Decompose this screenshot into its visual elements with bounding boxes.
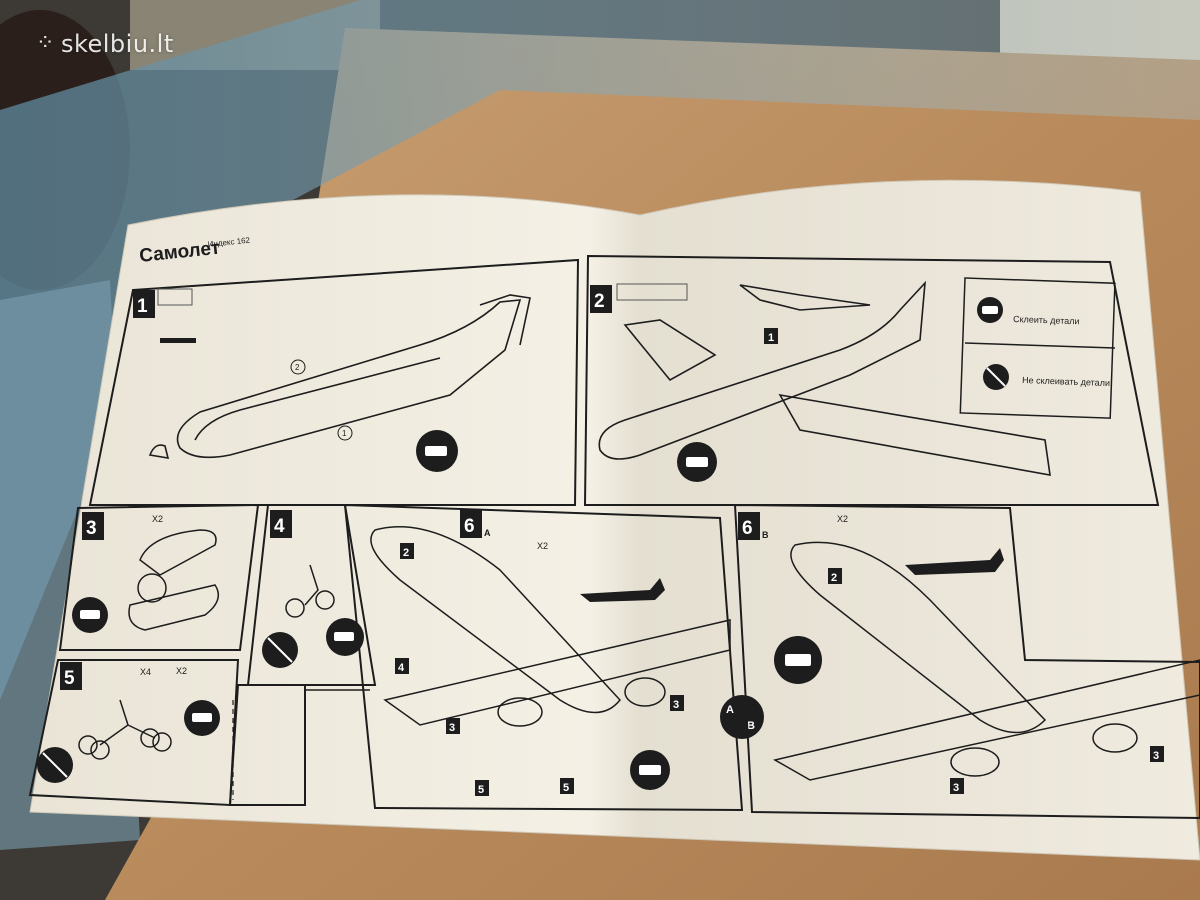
step-6b-multiplier: X2 bbox=[837, 514, 848, 524]
step-5-multiplier-b: X2 bbox=[176, 666, 187, 676]
legend-divider bbox=[964, 342, 1116, 349]
part-3-marker-a2-label: 3 bbox=[673, 699, 679, 711]
no-glue-cross-5 bbox=[42, 752, 68, 778]
part-4-marker bbox=[395, 658, 409, 674]
wing-underside-drawing-b bbox=[772, 541, 1200, 781]
step-6a-multiplier: X2 bbox=[537, 541, 548, 551]
step-5-multiplier-a: X4 bbox=[140, 667, 151, 677]
step-3-multiplier: X2 bbox=[152, 514, 163, 524]
aircraft-silhouette-b bbox=[905, 548, 1004, 575]
part-2-marker-b-label: 2 bbox=[831, 572, 837, 584]
part-2-marker-b bbox=[828, 568, 842, 584]
panel-step-6b bbox=[733, 503, 1200, 820]
part-1-marker bbox=[764, 328, 778, 344]
sheet-subtitle: Индекс 162 bbox=[207, 236, 251, 249]
instruction-sheet bbox=[29, 179, 1200, 861]
step-5-number: 5 bbox=[64, 668, 75, 689]
part-1-marker-label: 1 bbox=[768, 332, 774, 344]
panel-step-2 bbox=[583, 254, 1160, 506]
callout-2-label: 2 bbox=[295, 363, 300, 372]
step-6b-variant: B bbox=[762, 530, 769, 540]
no-glue-cross-4 bbox=[267, 637, 293, 663]
step-6a-number: 6 bbox=[464, 516, 475, 537]
panel-step-1 bbox=[88, 258, 580, 506]
part-5-marker-a2-label: 5 bbox=[563, 782, 569, 794]
step-2-parts-box bbox=[616, 283, 688, 301]
main-gear-drawing bbox=[78, 699, 172, 760]
glue-tube-icon-4 bbox=[334, 632, 354, 641]
scale-bar bbox=[160, 338, 196, 343]
callout-1 bbox=[337, 425, 353, 441]
wing-underside-drawing-a bbox=[370, 526, 731, 727]
step-3-badge bbox=[82, 512, 104, 540]
glue-tube-icon-2 bbox=[686, 457, 708, 467]
watermark-text: skelbiu.lt bbox=[60, 30, 174, 58]
step-5-badge bbox=[60, 662, 82, 690]
legend-glue-tube-icon bbox=[982, 306, 998, 314]
step-6b-badge bbox=[738, 512, 760, 540]
engine-nacelle-drawing bbox=[128, 529, 220, 631]
glue-tube-icon-6a bbox=[639, 765, 661, 775]
step-2-number: 2 bbox=[594, 291, 605, 312]
variant-switch-icon bbox=[720, 695, 764, 739]
step-6a-badge bbox=[460, 510, 482, 538]
part-3-marker-a bbox=[446, 718, 460, 734]
part-4-marker-label: 4 bbox=[398, 662, 405, 674]
step-3-number: 3 bbox=[86, 518, 97, 539]
site-watermark: ⁘ skelbiu.lt bbox=[36, 30, 174, 58]
step-4-number: 4 bbox=[274, 516, 285, 537]
panel-step-4 bbox=[246, 504, 377, 686]
aircraft-silhouette-a bbox=[580, 578, 665, 602]
step-1-badge bbox=[133, 290, 155, 318]
fuselage-drawing bbox=[148, 294, 531, 459]
part-3-marker-b2-label: 3 bbox=[1153, 750, 1159, 762]
part-3-marker-a-label: 3 bbox=[449, 722, 455, 734]
callout-1-label: 1 bbox=[342, 429, 347, 438]
part-2-marker-a-label: 2 bbox=[403, 547, 409, 559]
legend-no-glue-cross bbox=[986, 367, 1006, 387]
step-6b-number: 6 bbox=[742, 518, 753, 539]
variant-b-label: B bbox=[747, 720, 755, 732]
legend-box bbox=[959, 277, 1116, 419]
part-3-marker-b-label: 3 bbox=[953, 782, 959, 794]
part-3-marker-b bbox=[950, 778, 964, 794]
legend-glue-text: Склеить детали bbox=[1013, 314, 1080, 326]
glue-tube-icon-5 bbox=[192, 713, 212, 722]
part-3-marker-a2 bbox=[670, 695, 684, 711]
glue-tube-icon-3 bbox=[80, 610, 100, 619]
step-1-number: 1 bbox=[137, 296, 148, 317]
step-2-badge bbox=[590, 285, 612, 313]
nose-gear-drawing bbox=[285, 564, 335, 618]
callout-2 bbox=[290, 359, 306, 375]
dots-grid-icon: ⁘ bbox=[36, 31, 55, 56]
fuselage-assembly-drawing bbox=[598, 280, 1051, 476]
glue-tube-icon-6b bbox=[785, 654, 811, 666]
part-3-marker-b2 bbox=[1150, 746, 1164, 762]
part-5-marker-a bbox=[475, 780, 489, 796]
part-5-marker-a-label: 5 bbox=[478, 784, 484, 796]
part-5-marker-a2 bbox=[560, 778, 574, 794]
step-1-parts-box bbox=[157, 288, 193, 306]
glue-tube-icon bbox=[425, 446, 447, 456]
variant-a-label: A bbox=[726, 704, 734, 716]
step-4-badge bbox=[270, 510, 292, 538]
panel-step-6a bbox=[343, 503, 744, 812]
part-2-marker-a bbox=[400, 543, 414, 559]
glass-sheet bbox=[0, 0, 1200, 700]
step-6a-variant: A bbox=[484, 528, 491, 538]
legend-no-glue-text: Не склеивать детали bbox=[1022, 375, 1110, 388]
panel-step-3 bbox=[58, 503, 260, 651]
